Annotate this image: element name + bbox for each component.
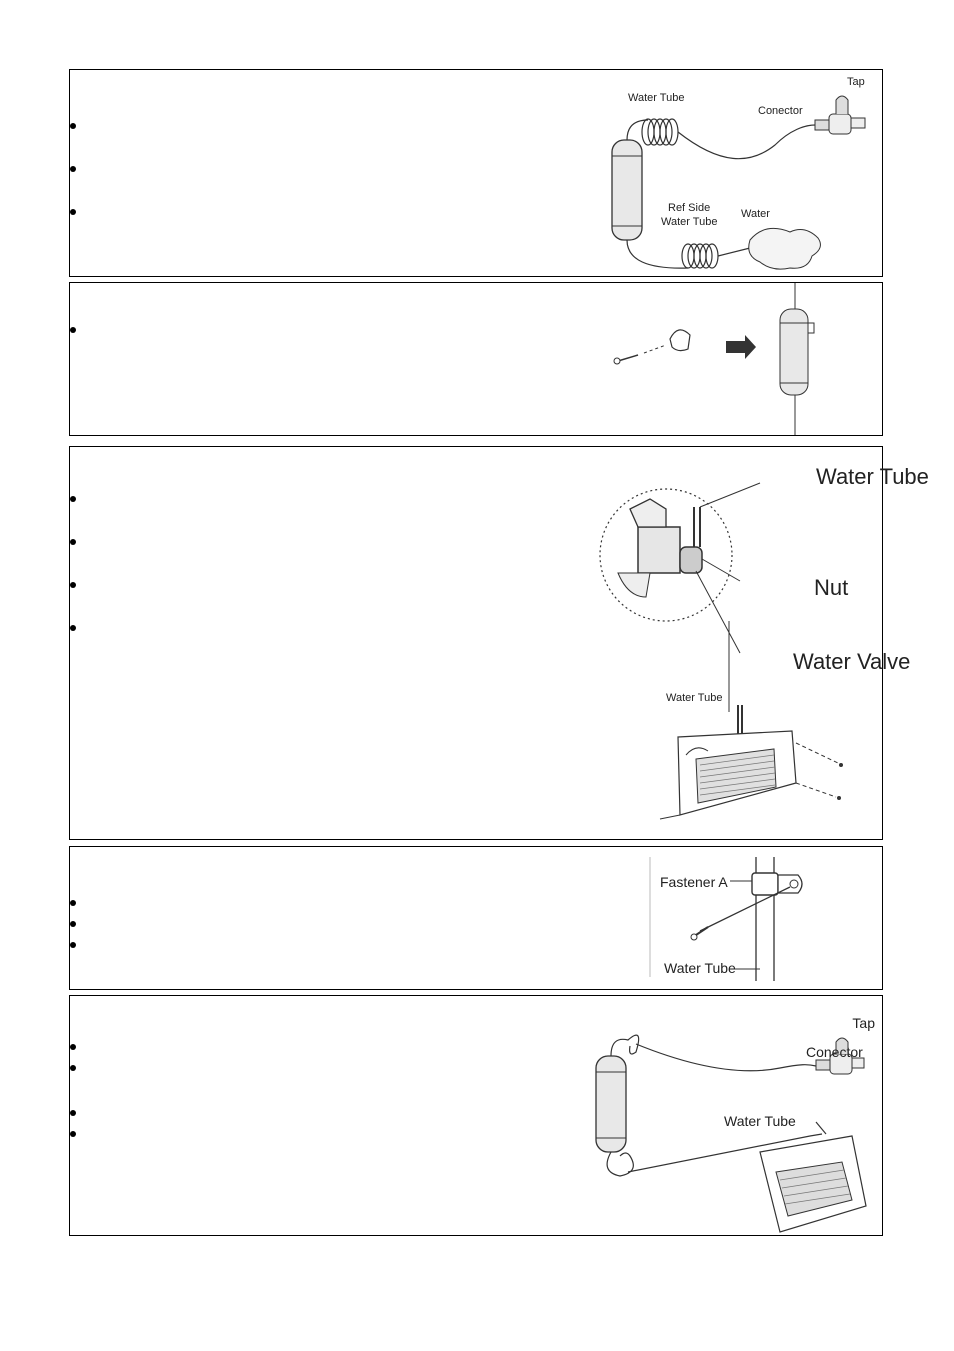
label-water-tube-large: Water Tube [816, 464, 929, 489]
panel-mount-filter [69, 282, 883, 436]
water-filter-cartridge [611, 139, 643, 241]
panel-filter-flush: Water Tube Tap Conector Ref Side Water T… [69, 69, 883, 277]
label-connector: Conector [806, 1044, 863, 1060]
panel-fasten-water-tube: Fastener A Water Tube [69, 846, 883, 990]
fastener-a-icon [751, 872, 803, 896]
label-water-tube: Water Tube [664, 960, 736, 976]
water-filter-cartridge [779, 308, 809, 396]
label-fastener-a: Fastener A [660, 874, 728, 890]
label-tap: Tap [847, 76, 865, 88]
label-ref-side-water-tube: Water Tube [661, 216, 717, 228]
bullet [70, 539, 76, 545]
label-water: Water [741, 208, 770, 220]
panel-connect-water-valve: Water Tube Nut Water Valve Water Tube [69, 446, 929, 840]
label-nut: Nut [814, 575, 848, 600]
arrow-right-icon [726, 335, 756, 359]
label-water-tube: Water Tube [628, 92, 684, 104]
label-water-valve: Water Valve [793, 649, 910, 674]
panel-connect-supply: Tap Conector Water Tube [69, 995, 883, 1236]
bullet [70, 942, 76, 948]
label-water-tube: Water Tube [724, 1113, 796, 1129]
fastener-illustration: Fastener A Water Tube [649, 857, 803, 981]
bullet [70, 1044, 76, 1050]
detail-magnifier-circle [599, 488, 733, 622]
bullet [70, 625, 76, 631]
bullet [70, 327, 76, 333]
connector-icon [815, 1059, 831, 1071]
water-valve-icon [617, 498, 703, 598]
bullet [70, 900, 76, 906]
fastener-clip-icon [669, 329, 691, 352]
screw-icon [837, 796, 841, 800]
filter-flush-illustration: Water Tube Tap Conector Ref Side Water T… [611, 76, 866, 270]
supply-connection-illustration: Tap Conector Water Tube [595, 1015, 875, 1233]
screw-icon [613, 354, 639, 365]
water-splash-icon [748, 227, 821, 270]
bullet [70, 123, 76, 129]
label-water-tube-small: Water Tube [666, 692, 722, 704]
bullet [70, 209, 76, 215]
connector-icon [814, 119, 830, 131]
bullet [70, 1065, 76, 1071]
tap-icon [829, 1037, 865, 1075]
label-connector: Conector [758, 105, 803, 117]
bullet [70, 582, 76, 588]
water-valve-illustration: Water Tube Nut Water Valve Water Tube [599, 464, 929, 820]
screw-icon [839, 763, 843, 767]
bullet [70, 1110, 76, 1116]
mount-filter-illustration [613, 283, 815, 435]
bullet [70, 166, 76, 172]
bullet [70, 921, 76, 927]
bullet [70, 1131, 76, 1137]
tap-icon [828, 95, 866, 135]
label-ref-side: Ref Side [668, 202, 710, 214]
water-tube-coil [641, 118, 679, 146]
bullet [70, 496, 76, 502]
screw-icon [690, 926, 709, 941]
label-tap: Tap [852, 1015, 875, 1031]
